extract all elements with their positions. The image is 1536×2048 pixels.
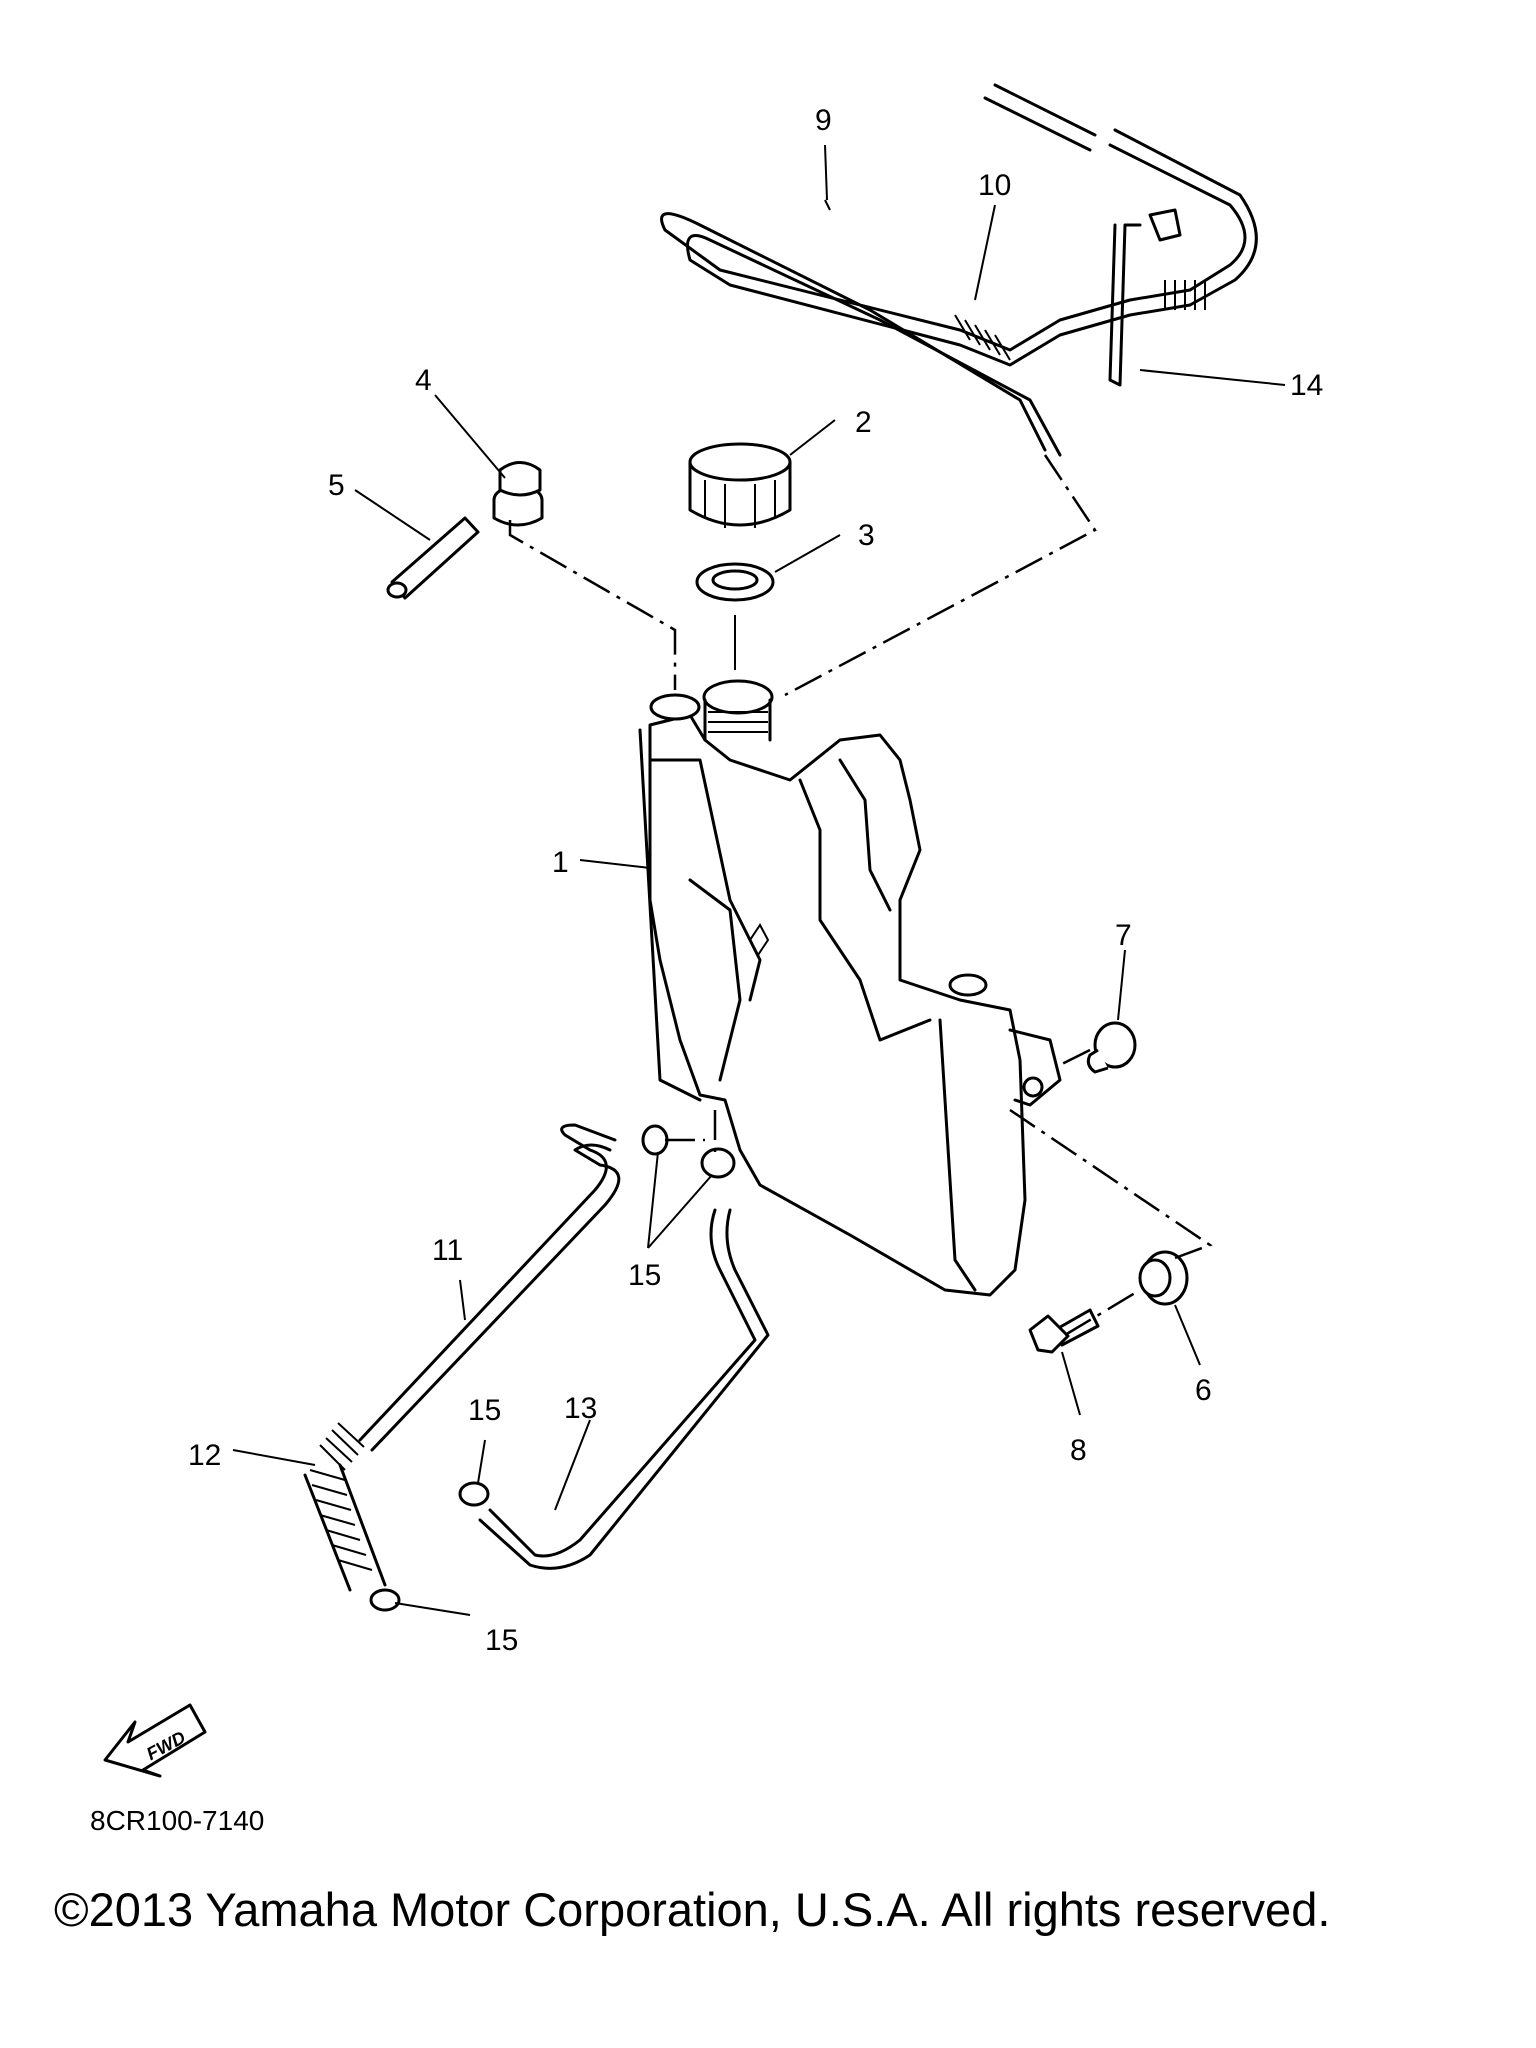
vent-pipe: [386, 516, 480, 600]
tank-cap: [688, 442, 792, 528]
oil-hose: [358, 1123, 621, 1452]
drawing-code: 8CR100-7140: [90, 1805, 264, 1836]
copyright-notice: ©2013 Yamaha Motor Corporation, U.S.A. A…: [54, 1883, 1331, 1936]
callout-15-bottom: 15: [485, 1624, 518, 1657]
callout-5: 5: [328, 469, 345, 502]
hose-clamps: [369, 1124, 736, 1612]
protector-spring: [303, 1422, 387, 1592]
grommet: [1138, 1250, 1189, 1306]
callout-1: 1: [552, 846, 569, 879]
callout-6: 6: [1195, 1374, 1212, 1407]
callout-12: 12: [188, 1439, 221, 1472]
collar: [1086, 1021, 1137, 1074]
callout-4: 4: [415, 364, 432, 397]
callout-15-top: 15: [628, 1259, 661, 1292]
callout-numbers: 9 10 14 4 5 2 3 1 7 6 8 11 12 13 15 15 1…: [188, 104, 1323, 1657]
bolt: [1028, 1308, 1100, 1354]
callout-9: 9: [815, 104, 832, 137]
breather-hose: [660, 83, 1258, 457]
oil-tank: [638, 679, 1062, 1297]
assembly-lines: [508, 454, 1213, 1337]
callout-8: 8: [1070, 1434, 1087, 1467]
callout-14: 14: [1290, 369, 1323, 402]
fwd-arrow: FWD: [103, 1703, 207, 1778]
callout-2: 2: [855, 406, 872, 439]
callout-11: 11: [432, 1234, 463, 1267]
gasket: [695, 562, 775, 602]
leader-lines: [232, 144, 1286, 1616]
callout-13: 13: [564, 1392, 597, 1425]
suction-hose: [478, 1208, 770, 1570]
callout-10: 10: [978, 169, 1011, 202]
hose-clip: [1108, 208, 1182, 387]
callout-7: 7: [1115, 919, 1132, 952]
callout-15-middle: 15: [468, 1394, 501, 1427]
filler-plug: [492, 461, 544, 527]
callout-3: 3: [858, 519, 875, 552]
